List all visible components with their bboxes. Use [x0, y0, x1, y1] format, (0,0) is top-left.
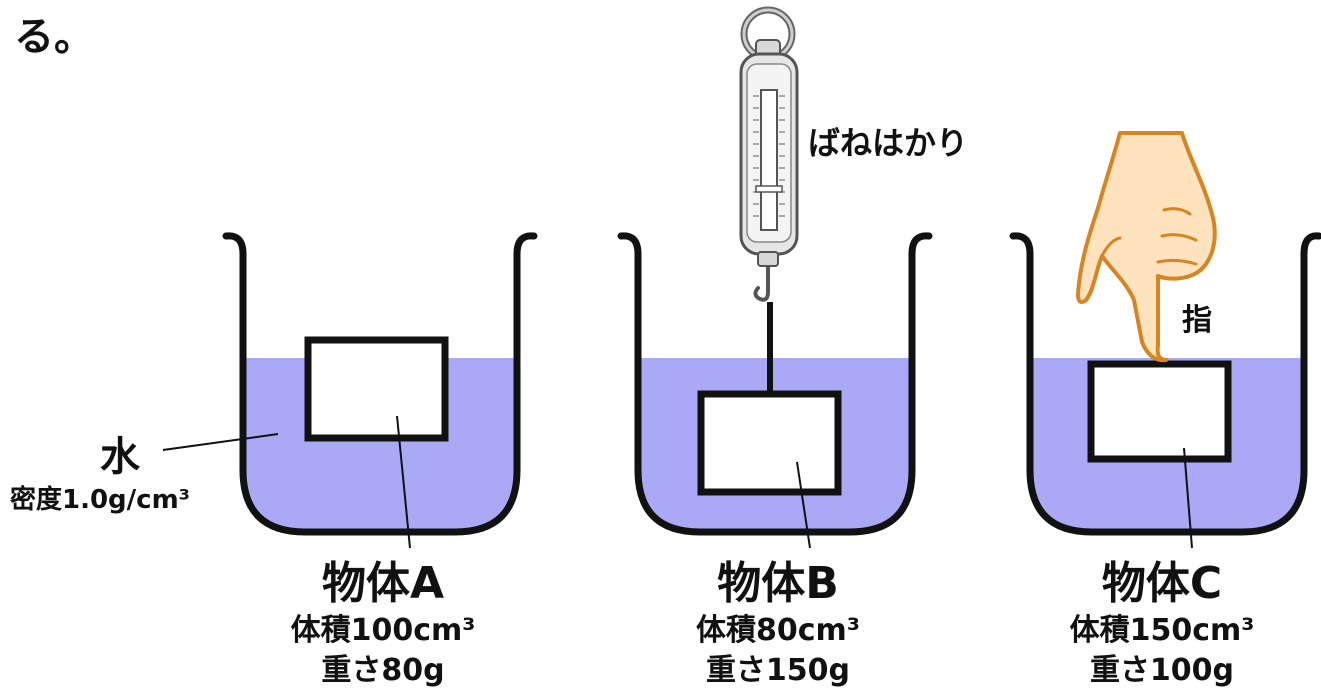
header-text: る。: [14, 14, 94, 60]
finger-icon: [1076, 131, 1217, 363]
beaker-a-glass: [222, 232, 538, 536]
object-c-name: 物体C: [1102, 558, 1222, 609]
water-leader: [162, 433, 279, 451]
object-a-volume: 体積100cm³: [291, 613, 476, 648]
finger-knuckle-lines: [1100, 207, 1198, 266]
object-c-block: [1087, 360, 1232, 463]
object-b-name: 物体B: [717, 558, 839, 609]
spring-scale-hook: [753, 280, 770, 302]
beaker-c: [1009, 232, 1321, 549]
beaker-c-glass: [1009, 232, 1321, 536]
water-density: 密度1.0g/cm³: [10, 484, 190, 515]
beaker-b-glass: [617, 232, 933, 536]
object-b-leader: [796, 461, 811, 549]
object-c-leader: [1183, 447, 1193, 549]
object-b-block: [697, 390, 842, 496]
spring-scale-label: ばねはかり: [808, 124, 968, 162]
water-label: 水: [100, 434, 141, 480]
object-a-name: 物体A: [322, 558, 444, 609]
beaker-a: [222, 232, 538, 549]
object-c-volume: 体積150cm³: [1070, 613, 1255, 648]
object-a-leader: [396, 415, 411, 549]
spring-scale-icon: [739, 6, 799, 302]
spring-scale-window: [760, 89, 778, 231]
finger-label: 指: [1182, 303, 1212, 338]
object-c-weight: 重さ100g: [1090, 653, 1234, 688]
beaker-b: [617, 232, 933, 549]
object-a-weight: 重さ80g: [321, 653, 444, 688]
object-b-volume: 体積80cm³: [696, 613, 860, 648]
object-a-block: [304, 336, 449, 442]
spring-scale-pointer: [755, 185, 783, 193]
object-b-weight: 重さ150g: [706, 653, 850, 688]
